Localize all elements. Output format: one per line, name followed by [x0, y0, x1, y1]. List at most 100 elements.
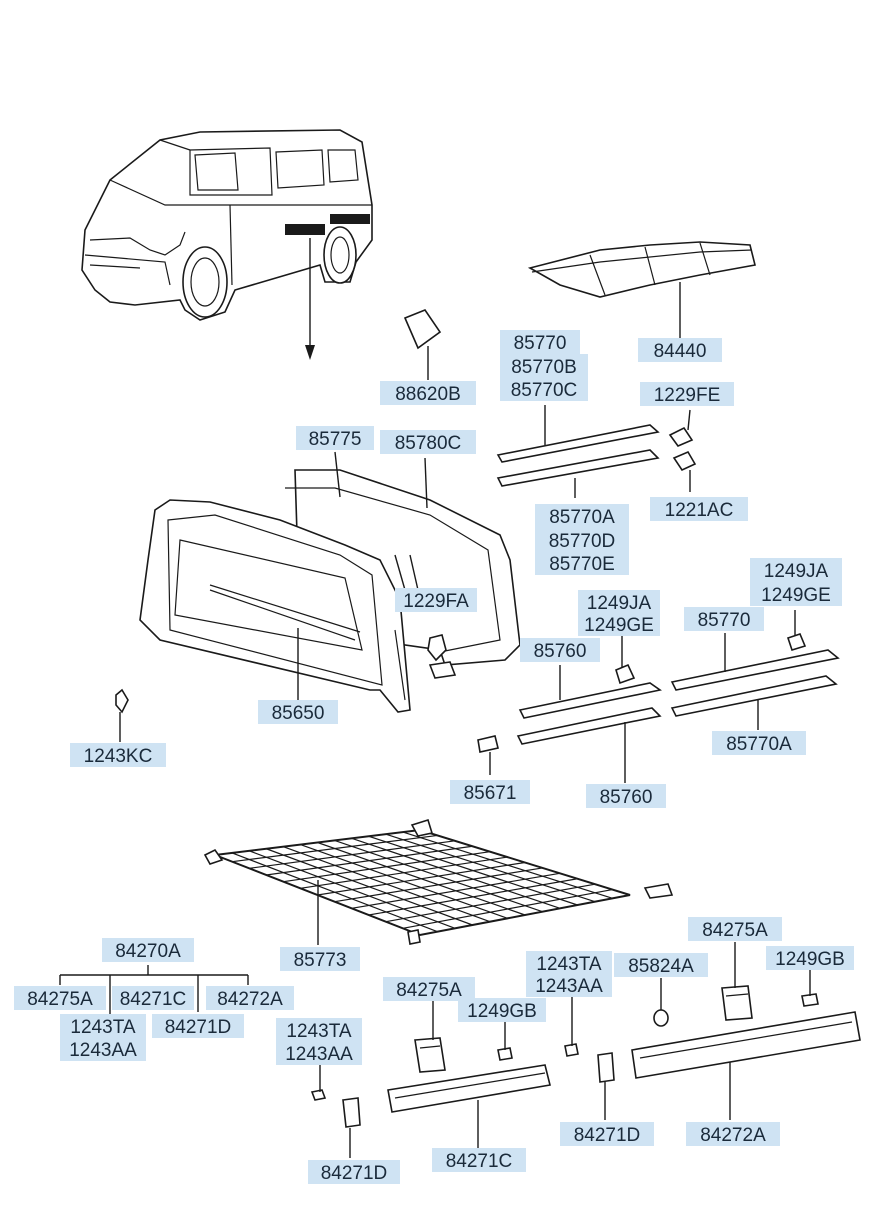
part-label-1249ja: 1249JA: [750, 558, 842, 582]
part-number: 85770A: [549, 507, 615, 528]
label-background: [70, 743, 166, 767]
cargo-net-85773: [203, 818, 674, 945]
label-background: [432, 1148, 526, 1172]
screw-1243KC: [115, 688, 129, 742]
side-molding-strip-rear: [330, 214, 370, 224]
label-background: [500, 330, 580, 354]
part-label-85770b: 85770B: [500, 354, 588, 378]
label-background: [395, 588, 477, 612]
rail-84271C: [387, 1000, 551, 1148]
part-number: 85770E: [549, 554, 615, 575]
part-label-1243ta: 1243TA: [276, 1018, 362, 1042]
part-number: 85760: [600, 787, 653, 808]
label-background: [520, 638, 600, 662]
part-label-84440: 84440: [638, 338, 722, 362]
part-label-88620b: 88620B: [380, 381, 476, 405]
part-label-85775: 85775: [296, 426, 374, 450]
part-label-1243ta: 1243TA: [526, 951, 612, 975]
part-number: 84271C: [446, 1151, 513, 1172]
part-number: 85671: [464, 783, 517, 804]
part-label-84271c: 84271C: [432, 1148, 526, 1172]
part-number: 85775: [309, 429, 362, 450]
label-background: [766, 946, 854, 970]
label-background: [380, 430, 476, 454]
part-label-1243kc: 1243KC: [70, 743, 166, 767]
label-background: [750, 582, 842, 606]
molding-85760: [477, 632, 662, 783]
label-background: [578, 612, 660, 636]
part-number: 85770D: [549, 531, 616, 552]
arrow-down-icon: [305, 345, 315, 360]
label-background: [535, 551, 629, 575]
part-number: 84271D: [574, 1125, 641, 1146]
label-background: [258, 700, 338, 724]
part-label-1249gb: 1249GB: [766, 946, 854, 970]
label-background: [458, 998, 546, 1022]
part-number: 1243TA: [70, 1017, 135, 1038]
part-number: 1243TA: [536, 954, 601, 975]
label-background: [60, 1037, 146, 1061]
label-background: [276, 1018, 362, 1042]
part-label-85760: 85760: [520, 638, 600, 662]
part-label-85671: 85671: [450, 780, 530, 804]
label-background: [526, 973, 612, 997]
part-label-1243aa: 1243AA: [526, 973, 612, 997]
label-background: [686, 1122, 780, 1146]
part-number: 85770: [514, 333, 567, 354]
part-number: 84275A: [702, 920, 768, 941]
part-label-1249ge: 1249GE: [750, 582, 842, 606]
label-background: [535, 528, 629, 552]
part-label-1243ta: 1243TA: [60, 1014, 146, 1038]
part-label-85824a: 85824A: [614, 953, 708, 977]
part-label-85770d: 85770D: [535, 528, 629, 552]
part-number: 85760: [534, 641, 587, 662]
part-number: 84272A: [217, 989, 283, 1010]
part-label-1249gb: 1249GB: [458, 998, 546, 1022]
label-background: [750, 558, 842, 582]
part-number: 1249JA: [587, 593, 652, 614]
part-label-84271d: 84271D: [560, 1122, 654, 1146]
label-background: [280, 947, 360, 971]
part-label-85770a: 85770A: [535, 504, 629, 528]
part-label-84272a: 84272A: [206, 986, 294, 1010]
label-background: [614, 953, 708, 977]
label-background: [500, 354, 588, 378]
label-background: [112, 986, 194, 1010]
part-number: 84275A: [396, 980, 462, 1001]
part-number: 85780C: [395, 433, 462, 454]
part-number: 84272A: [700, 1125, 766, 1146]
part-number: 85770B: [511, 357, 577, 378]
part-label-85770c: 85770C: [500, 377, 588, 401]
part-label-84271d: 84271D: [308, 1160, 400, 1184]
label-background: [383, 977, 475, 1001]
part-number: 1249GB: [775, 949, 845, 970]
roof-trim-84440: [527, 241, 756, 340]
part-label-84271d: 84271D: [152, 1014, 244, 1038]
tree-84270A: [59, 965, 249, 1016]
label-background: [152, 1014, 244, 1038]
label-background: [638, 338, 722, 362]
part-number: 84270A: [115, 941, 181, 962]
part-number: 1229FE: [654, 385, 721, 406]
part-number: 1249GE: [584, 615, 654, 636]
part-number: 85770: [698, 610, 751, 631]
part-label-1249ja: 1249JA: [578, 590, 660, 614]
label-background: [500, 377, 588, 401]
part-number: 88620B: [395, 384, 461, 405]
part-label-1243aa: 1243AA: [276, 1041, 362, 1065]
plug-88620B: [403, 309, 442, 380]
part-label-1221ac: 1221AC: [650, 497, 748, 521]
part-number: 1249JA: [764, 561, 829, 582]
label-background: [60, 1014, 146, 1038]
label-background: [578, 590, 660, 614]
rail-84272A: [631, 942, 861, 1120]
part-label-85760: 85760: [586, 784, 666, 808]
part-label-85770: 85770: [500, 330, 580, 354]
part-label-1249ge: 1249GE: [578, 612, 660, 636]
part-number: 85770C: [511, 380, 578, 401]
part-number: 1243AA: [69, 1040, 137, 1061]
label-background: [688, 917, 782, 941]
part-label-85770a: 85770A: [712, 731, 806, 755]
van-illustration: [81, 129, 373, 360]
bracket-84271D-mid: [564, 997, 615, 1120]
